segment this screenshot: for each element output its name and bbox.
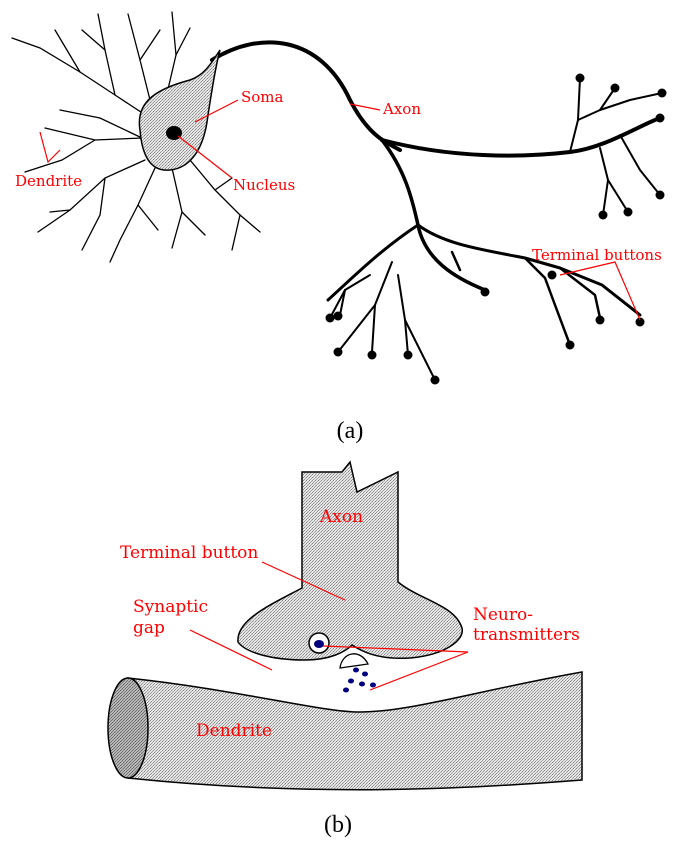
label-terminal-button: Terminal button xyxy=(120,543,258,563)
release-pocket xyxy=(340,654,368,668)
label-dendrite-b: Dendrite xyxy=(196,721,272,741)
caption-a: (a) xyxy=(337,418,364,444)
neurotransmitter-molecules xyxy=(343,668,376,693)
dendrite-tree xyxy=(12,12,260,262)
label-soma: Soma xyxy=(241,88,284,106)
label-gap: gap xyxy=(133,618,165,638)
label-nucleus: Nucleus xyxy=(233,176,295,194)
neuron-diagram: Soma Axon Dendrite Nucleus Terminal butt… xyxy=(12,12,667,444)
label-axon-b: Axon xyxy=(319,507,363,527)
caption-b: (b) xyxy=(324,812,352,838)
label-synaptic: Synaptic xyxy=(133,597,208,617)
terminal-knobs xyxy=(326,74,667,385)
label-terminal-buttons: Terminal buttons xyxy=(532,246,662,264)
label-transmitters: transmitters xyxy=(473,625,580,645)
synapse-diagram: Axon Terminal button Synaptic gap Neuro-… xyxy=(108,462,582,838)
dendrite-end xyxy=(108,678,148,778)
label-dendrite-a: Dendrite xyxy=(15,172,82,190)
axon-terminal xyxy=(238,462,462,660)
label-neuro: Neuro- xyxy=(473,605,533,625)
vesicle-transmitter xyxy=(314,640,324,648)
label-axon-a: Axon xyxy=(382,100,421,118)
soma-body xyxy=(139,50,220,170)
